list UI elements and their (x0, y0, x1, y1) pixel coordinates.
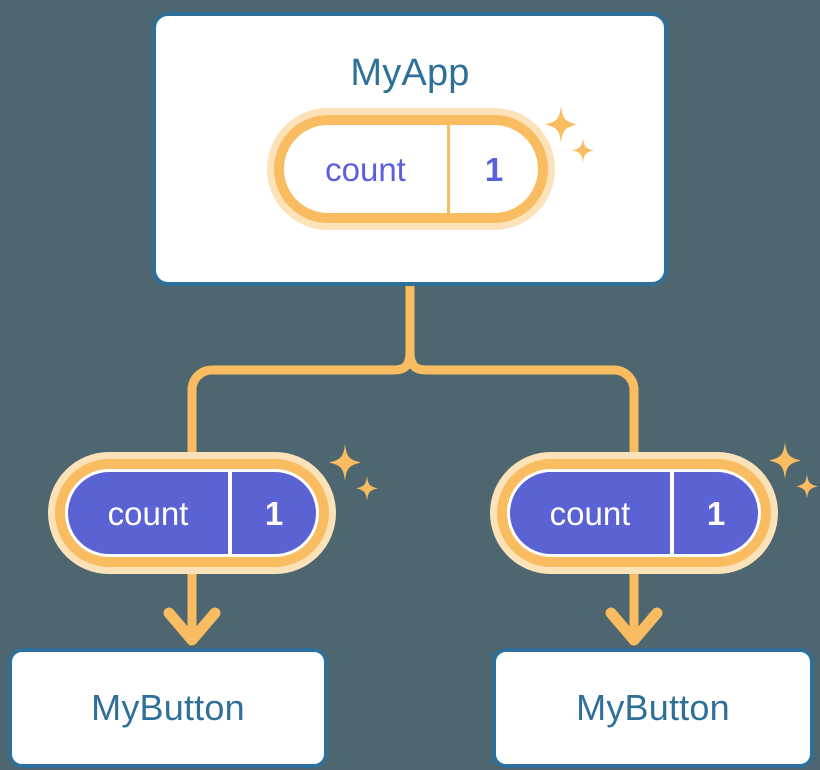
child-component-card-right[interactable]: MyButton (492, 648, 814, 768)
state-key-label: count (549, 494, 631, 532)
root-state-pill[interactable]: count 1 (267, 108, 555, 230)
child-state-pill-right[interactable]: count 1 (490, 452, 778, 574)
state-key-label: count (107, 494, 189, 532)
child-component-label: MyButton (576, 687, 730, 728)
pill-body: count 1 (65, 469, 319, 557)
state-value-label: 1 (670, 472, 758, 554)
pill-body: count 1 (507, 469, 761, 557)
connector-branch-right (405, 347, 639, 457)
child-state-pill-left[interactable]: count 1 (48, 452, 336, 574)
state-key-label: count (325, 150, 406, 188)
child-component-card-left[interactable]: MyButton (8, 648, 328, 768)
root-component-label: MyApp (350, 52, 470, 94)
child-component-label: MyButton (91, 687, 245, 728)
state-value-label: 1 (447, 125, 538, 213)
state-value-label: 1 (228, 472, 316, 554)
pill-body: count 1 (284, 125, 538, 213)
arrow-down-icon-right (605, 607, 663, 646)
arrow-down-icon-left (163, 607, 221, 646)
connector-branch-left (187, 347, 415, 457)
